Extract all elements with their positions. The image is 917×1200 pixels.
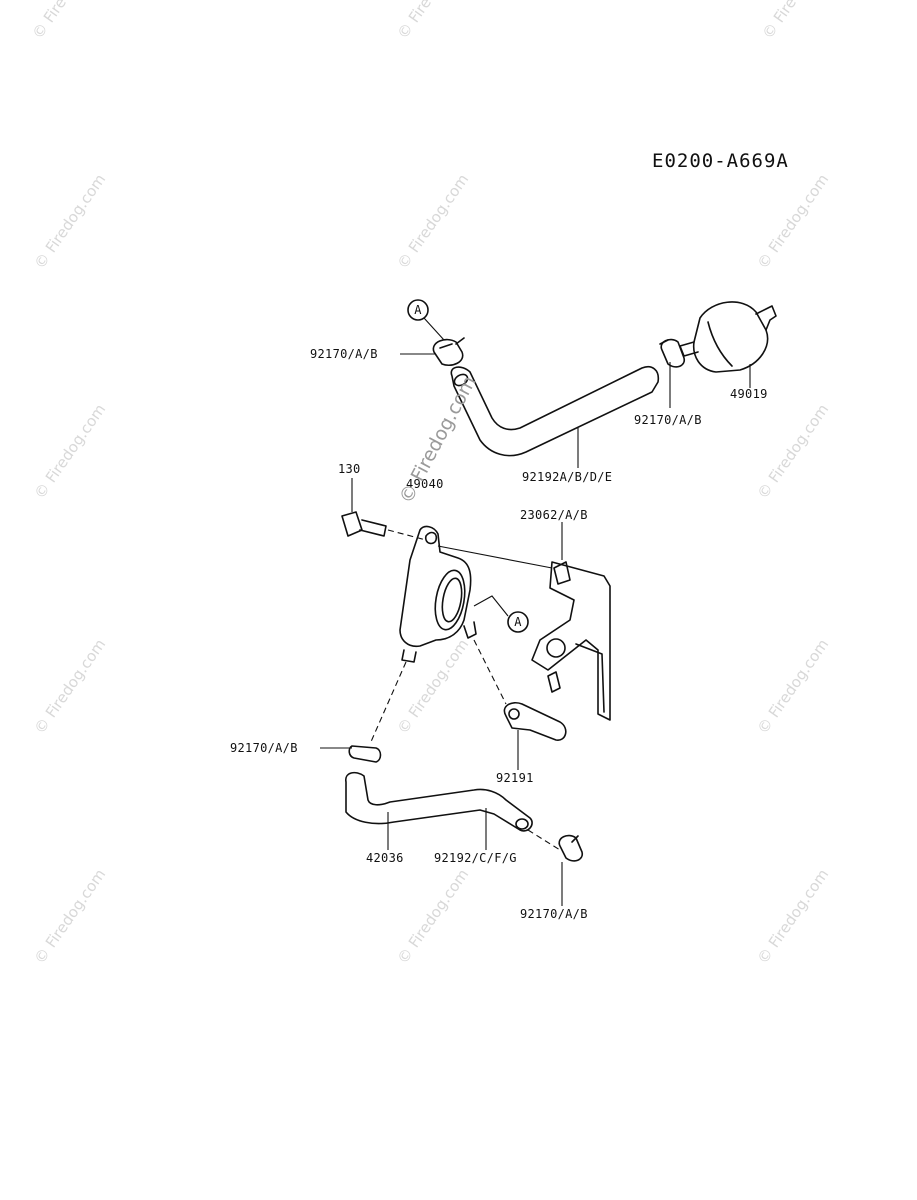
watermark: © Firedog.com bbox=[394, 171, 473, 273]
label-filter: 49019 bbox=[730, 387, 768, 401]
bracket bbox=[437, 522, 611, 721]
callout-a-text: A bbox=[414, 303, 422, 317]
watermark: © Firedog.com bbox=[754, 636, 833, 738]
watermark: © Firedog.com bbox=[31, 171, 110, 273]
watermark: © Firedog.com bbox=[754, 171, 833, 273]
label-clamp-top-right: 92170/A/B bbox=[634, 413, 702, 427]
hose-top bbox=[450, 366, 660, 457]
fuel-pump bbox=[399, 525, 477, 663]
watermark: © Firedog.com bbox=[394, 0, 473, 42]
elbow-hose bbox=[473, 639, 567, 741]
label-clamp-top-left: 92170/A/B bbox=[310, 347, 378, 361]
watermark: © Firedog.com bbox=[29, 0, 108, 42]
callout-a-mid: A bbox=[473, 595, 529, 633]
watermark: © Firedog.com bbox=[394, 866, 473, 968]
label-hose-bottom-left: 42036 bbox=[366, 851, 404, 865]
label-clamp-bottom: 92170/A/B bbox=[520, 907, 588, 921]
label-clamp-mid-left: 92170/A/B bbox=[230, 741, 298, 755]
watermark: © Firedog.com bbox=[394, 636, 473, 738]
label-hose-top: 92192A/B/D/E bbox=[522, 470, 612, 484]
callout-a-top: A bbox=[407, 299, 445, 341]
label-hose-bottom: 92192/C/F/G bbox=[434, 851, 517, 865]
label-pump: 49040 bbox=[406, 477, 444, 491]
watermark: © Firedog.com bbox=[754, 866, 833, 968]
bolt bbox=[341, 478, 427, 541]
fuel-filter bbox=[679, 301, 777, 373]
callout-a-text: A bbox=[514, 615, 522, 629]
part-labels: 92170/A/B 92170/A/B 49019 92192A/B/D/E 1… bbox=[230, 347, 768, 921]
watermark: © Firedog.com bbox=[31, 636, 110, 738]
watermark: © Firedog.com bbox=[31, 866, 110, 968]
label-elbow: 92191 bbox=[496, 771, 534, 785]
clamp-bottom bbox=[558, 834, 584, 906]
clamp-mid-left bbox=[348, 661, 407, 763]
diagram-code: E0200-A669A bbox=[652, 150, 789, 172]
clamp-top-left bbox=[432, 337, 465, 367]
clamp-top-right bbox=[659, 338, 686, 368]
leader-lines bbox=[320, 353, 751, 850]
label-bolt: 130 bbox=[338, 462, 361, 476]
watermark: © Firedog.com bbox=[759, 0, 838, 42]
label-bracket: 23062/A/B bbox=[520, 508, 588, 522]
watermark: © Firedog.com bbox=[31, 401, 110, 503]
hose-bottom bbox=[345, 771, 561, 851]
watermark: © Firedog.com bbox=[754, 401, 833, 503]
